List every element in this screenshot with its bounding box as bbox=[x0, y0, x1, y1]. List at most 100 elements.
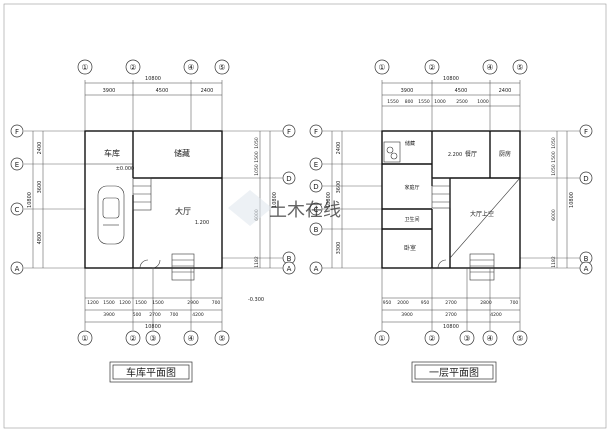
svg-text:2500: 2500 bbox=[456, 99, 468, 105]
svg-text:10800: 10800 bbox=[569, 192, 575, 208]
svg-text:⑤: ⑤ bbox=[516, 334, 523, 343]
room-kitchen: 厨房 bbox=[499, 150, 511, 158]
axis-bubble-top-1 bbox=[77, 59, 93, 75]
axis-bubble-bottom-5 bbox=[214, 330, 230, 346]
dim-bottom-d1: 1200 bbox=[87, 300, 99, 306]
plan-title: 一层平面图 bbox=[429, 367, 479, 379]
room-hall: 大厅 bbox=[175, 206, 191, 216]
entry-stair bbox=[171, 253, 195, 281]
axis-label-right-F: F bbox=[287, 128, 291, 136]
entry-stair bbox=[469, 253, 495, 281]
svg-text:①: ① bbox=[378, 334, 385, 343]
axis-label-top-4: ④ bbox=[187, 63, 194, 72]
svg-text:2700: 2700 bbox=[445, 300, 457, 306]
svg-text:B: B bbox=[314, 226, 319, 234]
sheet-frame bbox=[3, 3, 607, 429]
svg-text:4500: 4500 bbox=[455, 88, 468, 94]
svg-text:②: ② bbox=[428, 334, 435, 343]
dim-top-total: 10800 bbox=[443, 76, 459, 82]
svg-text:⑤: ⑤ bbox=[516, 63, 523, 72]
svg-text:3600: 3600 bbox=[336, 181, 342, 194]
axis-label-left-C: C bbox=[15, 206, 20, 214]
svg-text:1000: 1000 bbox=[477, 99, 489, 105]
room-bedroom: 卧室 bbox=[404, 244, 416, 252]
svg-text:A: A bbox=[314, 265, 319, 273]
dim-left-3: 4800 bbox=[37, 232, 43, 245]
axis-label-top-5: ⑤ bbox=[218, 63, 225, 72]
dim-bottom-m1: 3900 bbox=[103, 312, 115, 318]
svg-text:2000: 2000 bbox=[397, 300, 409, 306]
svg-text:③: ③ bbox=[149, 334, 156, 343]
axis-bubble-top-2 bbox=[424, 59, 440, 75]
axis-bubble-top-5 bbox=[214, 59, 230, 75]
svg-text:①: ① bbox=[81, 334, 88, 343]
svg-text:C: C bbox=[314, 206, 319, 214]
stair bbox=[431, 177, 451, 209]
room-family: 家庭厅 bbox=[404, 184, 419, 191]
dim-bottom-m4: 700 bbox=[170, 312, 179, 318]
svg-text:1182: 1182 bbox=[551, 256, 557, 268]
dim-bottom-d4: 1500 bbox=[135, 300, 147, 306]
svg-text:2400: 2400 bbox=[499, 88, 512, 94]
outer-walls bbox=[381, 130, 521, 269]
svg-text:1050: 1050 bbox=[551, 137, 557, 149]
dim-bottom-m3: 2700 bbox=[149, 312, 161, 318]
svg-text:E: E bbox=[314, 161, 318, 169]
dim-right-5: 1182 bbox=[254, 256, 260, 268]
svg-text:1050: 1050 bbox=[551, 164, 557, 176]
axis-bubble-left-E bbox=[10, 157, 24, 171]
dim-bottom-d5: 1500 bbox=[152, 300, 164, 306]
svg-text:D: D bbox=[313, 183, 318, 191]
svg-text:②: ② bbox=[428, 63, 435, 72]
svg-text:①: ① bbox=[378, 63, 385, 72]
axis-bubble-bottom-2 bbox=[125, 330, 141, 346]
svg-text:D: D bbox=[583, 175, 588, 183]
svg-text:4200: 4200 bbox=[490, 312, 502, 318]
axis-label-top-1: ① bbox=[81, 63, 88, 72]
svg-text:950: 950 bbox=[421, 300, 430, 306]
svg-text:②: ② bbox=[129, 334, 136, 343]
svg-text:950: 950 bbox=[383, 300, 392, 306]
axis-bubble-top-4 bbox=[482, 59, 498, 75]
svg-text:10800: 10800 bbox=[326, 192, 332, 208]
axis-label-left-E: E bbox=[15, 161, 19, 169]
svg-text:A: A bbox=[584, 265, 589, 273]
axis-bubble-bottom-4 bbox=[183, 330, 199, 346]
svg-text:B: B bbox=[287, 255, 292, 263]
dim-top-total: 10800 bbox=[145, 76, 161, 82]
svg-text:D: D bbox=[286, 175, 291, 183]
svg-text:B: B bbox=[584, 255, 589, 263]
axis-label-left-F: F bbox=[15, 128, 19, 136]
watermark-text: 土木在线 bbox=[269, 200, 341, 221]
svg-text:2800: 2800 bbox=[480, 300, 492, 306]
svg-text:1000: 1000 bbox=[434, 99, 446, 105]
axis-bubble-top-5 bbox=[512, 59, 528, 75]
level-garage: ±0.000 bbox=[116, 166, 135, 172]
room-storage: 储藏 bbox=[174, 148, 190, 158]
dim-left-2: 3600 bbox=[37, 181, 43, 194]
axis-bubble-top-4 bbox=[183, 59, 199, 75]
first-floor-plan: ① ② ④ ⑤ 10800 3900 4500 2400 1550 800 15… bbox=[309, 59, 593, 383]
dim-right-3: 1050 bbox=[254, 164, 260, 176]
axis-bubble-top-1 bbox=[374, 59, 390, 75]
watermark: 土木在线 bbox=[228, 190, 341, 226]
axis-label-top-2: ② bbox=[129, 63, 136, 72]
svg-text:3900: 3900 bbox=[401, 88, 414, 94]
level-floor: 2.200 bbox=[448, 152, 462, 158]
svg-text:6000: 6000 bbox=[551, 209, 557, 221]
axis-label-left-A: A bbox=[15, 265, 20, 273]
dim-right-2: 1500 bbox=[254, 151, 260, 163]
level-hall: 1.200 bbox=[195, 220, 209, 226]
svg-text:④: ④ bbox=[486, 63, 493, 72]
dim-top-2: 4500 bbox=[156, 88, 169, 94]
svg-text:1550: 1550 bbox=[418, 99, 430, 105]
svg-text:1550: 1550 bbox=[387, 99, 399, 105]
dim-bottom-d3: 1200 bbox=[119, 300, 131, 306]
car-icon bbox=[97, 185, 125, 245]
dim-bottom-d6: 2900 bbox=[187, 300, 199, 306]
svg-text:3300: 3300 bbox=[336, 242, 342, 255]
axis-label-right-A: A bbox=[287, 265, 292, 273]
svg-text:2400: 2400 bbox=[336, 142, 342, 155]
garage-floor-plan: ① ② ④ ⑤ 10800 3900 4500 2400 F E C A 108… bbox=[10, 59, 296, 383]
